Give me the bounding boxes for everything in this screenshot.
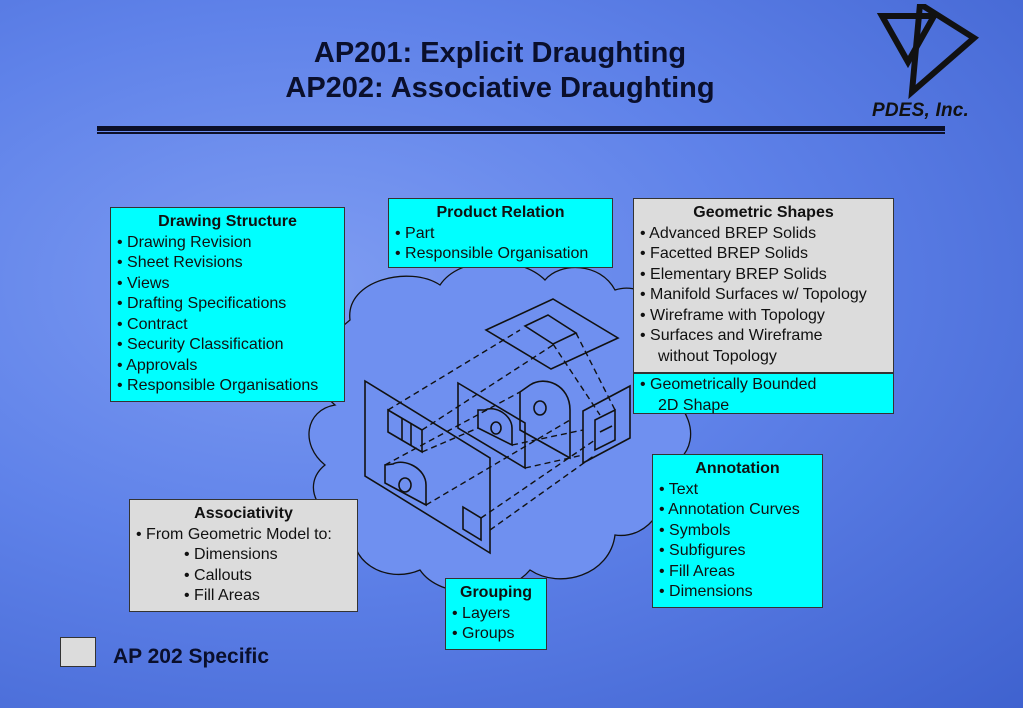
list-item: • Part xyxy=(395,224,435,242)
list-item: • Wireframe with Topology xyxy=(640,306,825,324)
slide-title: AP201: Explicit Draughting AP202: Associ… xyxy=(200,36,800,106)
grouping-heading: Grouping xyxy=(460,584,532,601)
list-item: • Security Classification xyxy=(117,336,284,353)
list-item: • Views xyxy=(117,274,170,292)
triangle-logo-icon xyxy=(876,4,980,100)
list-item: • Contract xyxy=(117,315,188,333)
list-item: • Responsible Organisations xyxy=(117,377,319,394)
legend-swatch xyxy=(60,637,96,667)
list-item: • Approvals xyxy=(117,356,198,374)
list-item: • Annotation Curves xyxy=(659,501,800,518)
list-item: 2D Shape xyxy=(658,396,730,414)
list-item: • Subfigures xyxy=(659,542,746,559)
legend-label: AP 202 Specific xyxy=(113,645,270,668)
list-item: • Fill Areas xyxy=(184,587,260,604)
list-item: without Topology xyxy=(658,347,777,365)
list-item: • Text xyxy=(659,480,699,498)
title-line-1: AP201: Explicit Draughting xyxy=(313,37,687,69)
list-item: • Facetted BREP Solids xyxy=(640,245,809,262)
list-item: • Drawing Revision xyxy=(117,233,252,251)
list-item: • From Geometric Model to: xyxy=(136,525,332,543)
product-relation-heading: Product Relation xyxy=(436,204,565,221)
cloud-shape xyxy=(308,261,692,594)
list-item: • Symbols xyxy=(659,521,731,539)
annotation-heading: Annotation xyxy=(695,460,780,477)
drawing-structure-heading: Drawing Structure xyxy=(158,213,297,230)
drawing-structure-box: Drawing Structure • Drawing Revision • S… xyxy=(110,207,345,402)
grouping-box: Grouping • Layers • Groups xyxy=(445,578,547,650)
geometric-shapes-box: Geometric Shapes • Advanced BREP Solids … xyxy=(633,198,894,373)
list-item: • Manifold Surfaces w/ Topology xyxy=(640,286,867,303)
annotation-box: Annotation • Text • Annotation Curves • … xyxy=(652,454,823,608)
title-underline-thin xyxy=(97,132,945,134)
product-relation-box: Product Relation • Part • Responsible Or… xyxy=(388,198,613,268)
list-item: • Layers xyxy=(452,604,511,622)
list-item: • Sheet Revisions xyxy=(117,254,243,271)
list-item: • Surfaces and Wireframe xyxy=(640,327,823,344)
list-item: • Drafting Specifications xyxy=(117,295,287,312)
list-item: • Geometrically Bounded xyxy=(640,376,817,393)
list-item: • Callouts xyxy=(184,566,252,584)
associativity-box: Associativity • From Geometric Model to:… xyxy=(129,499,358,612)
associativity-heading: Associativity xyxy=(194,505,293,522)
list-item: • Elementary BREP Solids xyxy=(640,265,827,283)
title-line-2: AP202: Associative Draughting xyxy=(285,72,715,104)
list-item: • Groups xyxy=(452,625,515,642)
list-item: • Responsible Organisation xyxy=(395,245,589,262)
list-item: • Fill Areas xyxy=(659,562,735,580)
title-underline xyxy=(97,126,945,131)
list-item: • Advanced BREP Solids xyxy=(640,224,817,242)
list-item: • Dimensions xyxy=(659,583,753,600)
company-logo-text: PDES, Inc. xyxy=(872,100,970,121)
geometric-shapes-heading: Geometric Shapes xyxy=(693,204,834,221)
geometric-shapes-ap201-box: • Geometrically Bounded 2D Shape xyxy=(633,373,894,414)
list-item: • Dimensions xyxy=(184,546,278,563)
